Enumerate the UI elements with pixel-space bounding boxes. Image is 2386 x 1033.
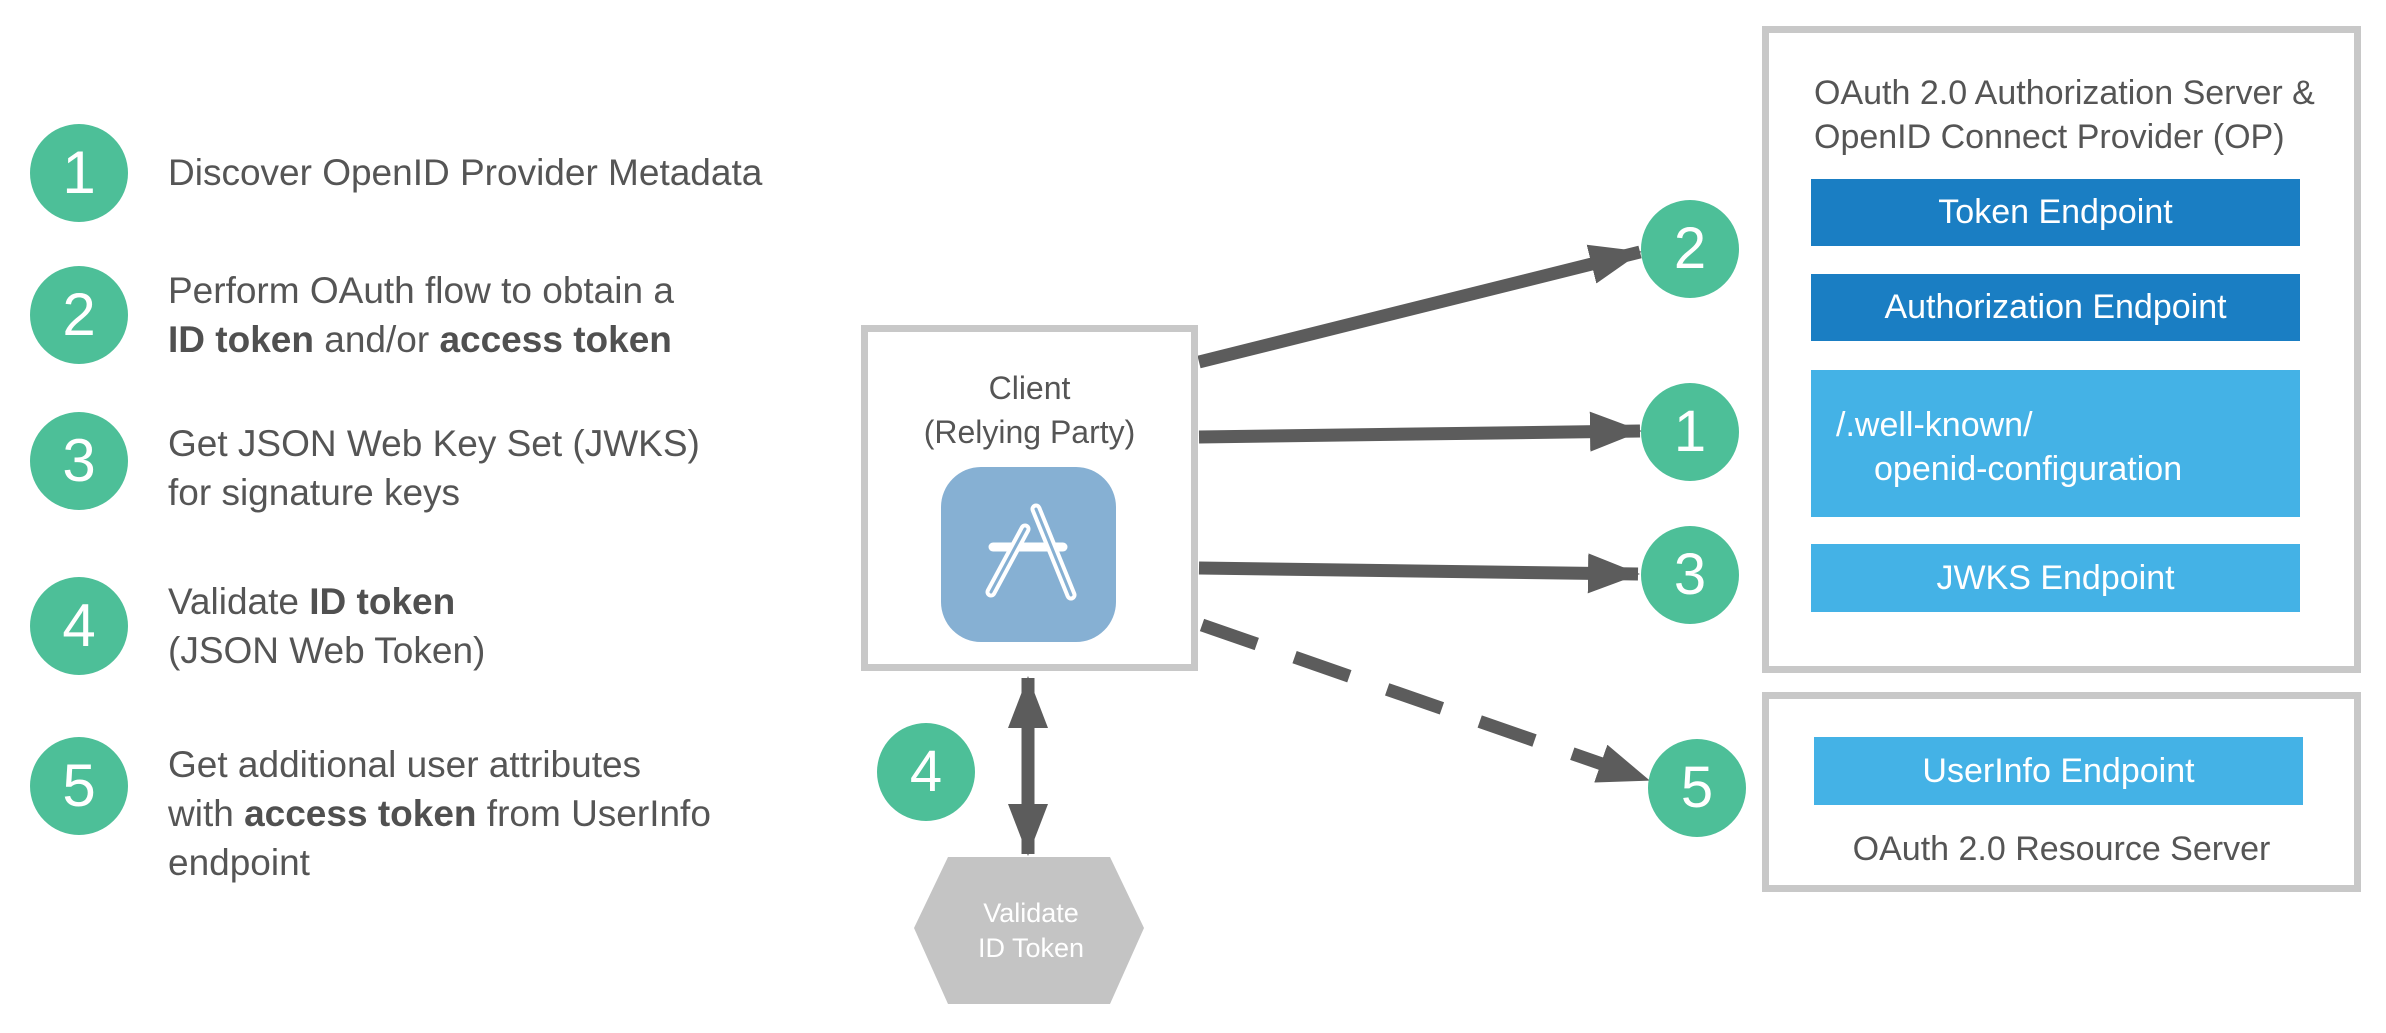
step-text-line-1: Get additional user attributes (168, 740, 888, 789)
step-text-segment: Get additional user attributes (168, 744, 642, 785)
op-title-line-2: OpenID Connect Provider (OP) (1814, 118, 2285, 156)
step-text-segment: Discover OpenID Provider Metadata (168, 152, 763, 193)
flow-step-2-badge: 2 (1641, 200, 1739, 298)
client-title-line-2: (Relying Party) (923, 414, 1136, 450)
token-endpoint: Token Endpoint (1811, 179, 2300, 246)
flow-step-5-badge: 5 (1648, 739, 1746, 837)
well-known-line-2: openid-configuration (1874, 450, 2183, 488)
step-text-line-2: for signature keys (168, 468, 888, 517)
step-text-line-3: endpoint (168, 838, 888, 887)
step-number: 5 (30, 737, 128, 835)
arrow-to-discovery (1198, 411, 1642, 452)
step-text-segment: endpoint (168, 842, 310, 883)
step-text-line-1: Perform OAuth flow to obtain a (168, 266, 888, 315)
resource-server-title: OAuth 2.0 Resource Server (1852, 830, 2271, 868)
step-text: Discover OpenID Provider Metadata (168, 148, 888, 197)
jwks-endpoint: JWKS Endpoint (1811, 544, 2300, 612)
validate-hexagon (914, 857, 1144, 1004)
resource-server-box: UserInfo Endpoint OAuth 2.0 Resource Ser… (1762, 692, 2361, 892)
step-text: Validate ID token(JSON Web Token) (168, 577, 888, 675)
step-number: 2 (30, 266, 128, 364)
step-text-line-1: Validate ID token (168, 577, 888, 626)
step-text-segment: Get JSON Web Key Set (JWKS) (168, 423, 700, 464)
well-known-line-1: /.well-known/ (1836, 406, 2033, 444)
step-text-segment: and/or (313, 319, 440, 360)
app-glyph-icon (985, 503, 1077, 601)
step-text-segment: from UserInfo (476, 793, 711, 834)
step-text-segment: (JSON Web Token) (168, 630, 486, 671)
app-store-icon (941, 467, 1116, 642)
validate-label-line-2: ID Token (977, 933, 1085, 963)
step-number: 1 (30, 124, 128, 222)
step-text-line-1: Discover OpenID Provider Metadata (168, 148, 888, 197)
validate-label-line-1: Validate (983, 898, 1079, 928)
step-text-line-2: (JSON Web Token) (168, 626, 888, 675)
step-text-line-2: ID token and/or access token (168, 315, 888, 364)
step-text: Get JSON Web Key Set (JWKS) for signature… (168, 419, 888, 517)
step-text-segment: access token (439, 319, 672, 360)
flow-step-3-badge: 3 (1641, 526, 1739, 624)
step-text-segment: ID token (309, 581, 456, 622)
op-title-line-1: OAuth 2.0 Authorization Server & (1814, 74, 2315, 112)
step-number: 3 (30, 412, 128, 510)
client-relying-party-box: Client (Relying Party) (861, 325, 1198, 671)
client-title-line-1: Client (988, 370, 1071, 406)
step-text-segment: access token (244, 793, 477, 834)
validate-id-token-label: Validate ID Token (916, 896, 1146, 966)
client-title: Client (Relying Party) (868, 366, 1191, 454)
step-number: 4 (30, 577, 128, 675)
op-title: OAuth 2.0 Authorization Server & OpenID … (1814, 71, 2374, 159)
step-text-segment: Perform OAuth flow to obtain a (168, 270, 674, 311)
step-text-segment: Validate (168, 581, 310, 622)
flow-step-1-badge: 1 (1641, 383, 1739, 481)
userinfo-endpoint: UserInfo Endpoint (1814, 737, 2303, 805)
arrow-to-token-flow (1197, 244, 1642, 369)
dashed-arrow-to-userinfo (1199, 618, 1651, 787)
authorization-endpoint: Authorization Endpoint (1811, 274, 2300, 341)
arrow-to-jwks (1198, 553, 1640, 594)
step-text-segment: ID token (168, 319, 314, 360)
flow-step-4-badge: 4 (877, 723, 975, 821)
well-known-openid-configuration-endpoint: /.well-known/ openid-configuration (1811, 370, 2300, 517)
authorization-server-op-box: OAuth 2.0 Authorization Server & OpenID … (1762, 26, 2361, 673)
step-text-segment: with (168, 793, 245, 834)
step-text-line-1: Get JSON Web Key Set (JWKS) (168, 419, 888, 468)
step-text-line-2: with access token from UserInfo (168, 789, 888, 838)
step-text-segment: for signature keys (168, 472, 461, 513)
